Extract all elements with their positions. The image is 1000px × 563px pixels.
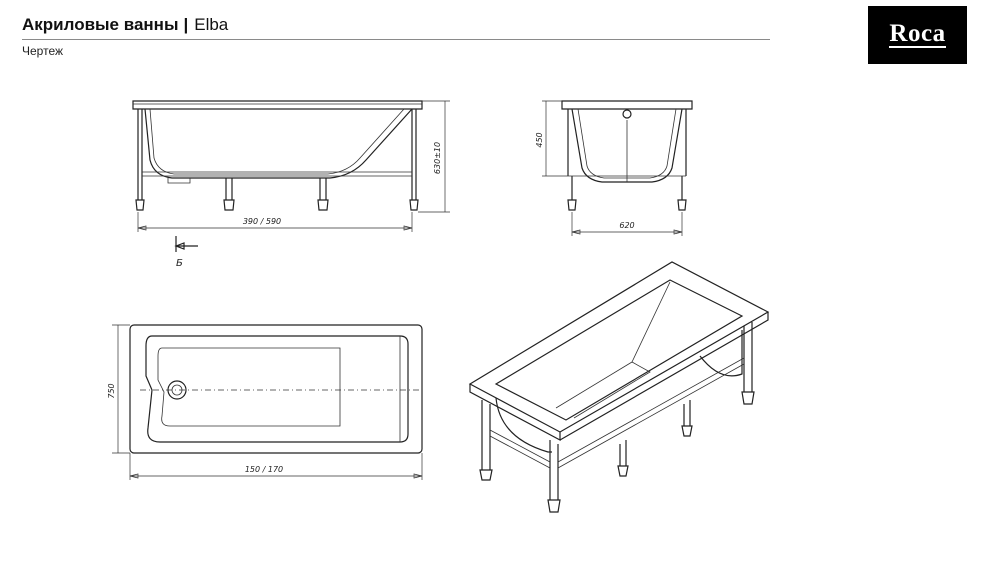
product-model: Elba xyxy=(194,15,229,34)
roca-logo: Roca xyxy=(868,6,967,64)
side-view-legs xyxy=(135,178,419,211)
logo-text: Roca xyxy=(889,20,946,48)
product-category: Акриловые ванны xyxy=(22,15,179,34)
top-view: 750 150 / 170 xyxy=(107,324,423,480)
isometric-view xyxy=(468,261,770,513)
top-length-label: 150 / 170 xyxy=(245,465,283,474)
end-height-label: 450 xyxy=(535,132,544,147)
page-header: Акриловые ванны | Elba Чертеж xyxy=(22,14,770,58)
page-title: Акриловые ванны | Elba xyxy=(22,14,770,36)
page-subtitle: Чертеж xyxy=(22,44,64,58)
top-width-label: 750 xyxy=(107,383,116,398)
end-view: 450 620 xyxy=(535,100,693,236)
isometric-legs xyxy=(479,391,755,513)
side-length-label: 390 / 590 xyxy=(243,217,281,226)
header-divider xyxy=(22,39,770,40)
side-height-label: 630±10 xyxy=(433,142,442,174)
end-width-label: 620 xyxy=(619,221,634,230)
section-marker: Б xyxy=(176,258,183,269)
title-separator: | xyxy=(183,15,189,34)
side-view: 630±10 390 / 590 Б xyxy=(132,100,450,269)
